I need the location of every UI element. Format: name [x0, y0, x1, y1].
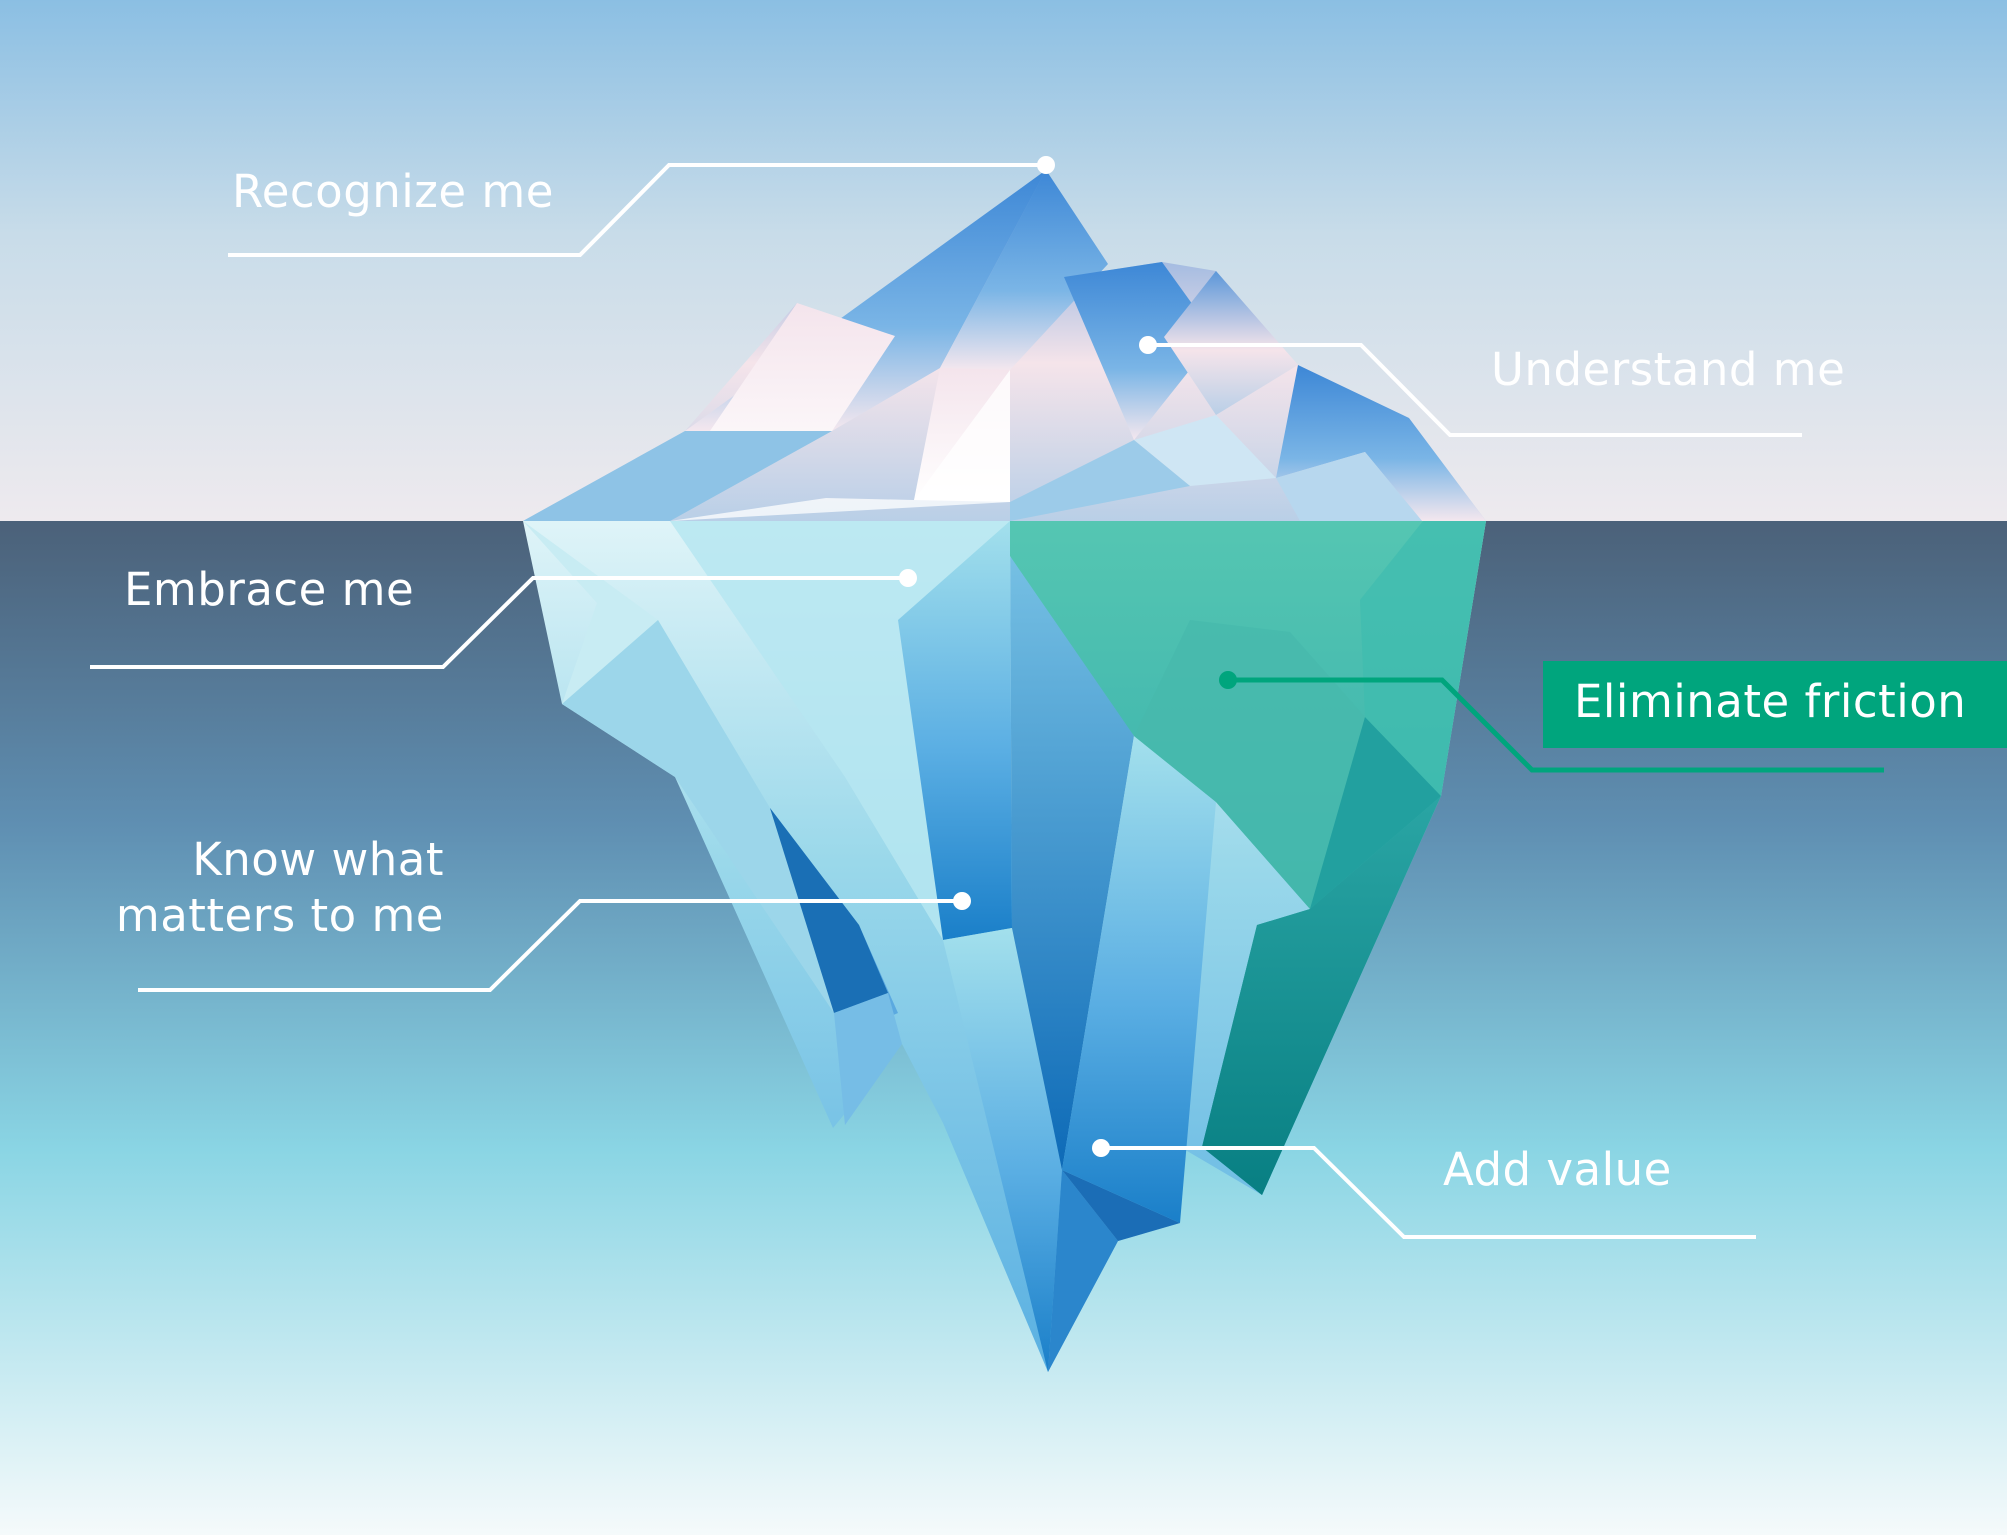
- connector-understand: [1148, 343, 1802, 437]
- dot-embrace: [899, 569, 917, 587]
- iceberg-tip: [523, 170, 1486, 521]
- connector-eliminate: [1228, 677, 1884, 773]
- dot-eliminate: [1219, 671, 1237, 689]
- label-know-what-matters: Know what matters to me: [110, 832, 444, 945]
- dot-understand: [1139, 336, 1157, 354]
- label-understand-me: Understand me: [1491, 343, 1846, 396]
- dot-know: [953, 892, 971, 910]
- connector-embrace: [90, 576, 908, 669]
- label-add-value: Add value: [1443, 1143, 1672, 1196]
- dot-recognize: [1037, 156, 1055, 174]
- dot-add-value: [1092, 1139, 1110, 1157]
- eliminate-friction-highlight: [1543, 661, 2007, 748]
- label-know-line-2: matters to me: [115, 889, 444, 943]
- anchor-dots: [899, 156, 1157, 1157]
- label-recognize-me: Recognize me: [232, 165, 554, 218]
- label-know-line-1: Know what: [192, 833, 444, 886]
- iceberg-green-section: [1010, 521, 1486, 1195]
- connector-know: [138, 899, 962, 992]
- label-eliminate-friction: Eliminate friction: [1574, 675, 1967, 728]
- connector-lines: [90, 163, 1802, 1239]
- connector-recognize: [228, 163, 1046, 257]
- label-embrace-me: Embrace me: [124, 563, 415, 616]
- connector-add-value: [1101, 1146, 1756, 1239]
